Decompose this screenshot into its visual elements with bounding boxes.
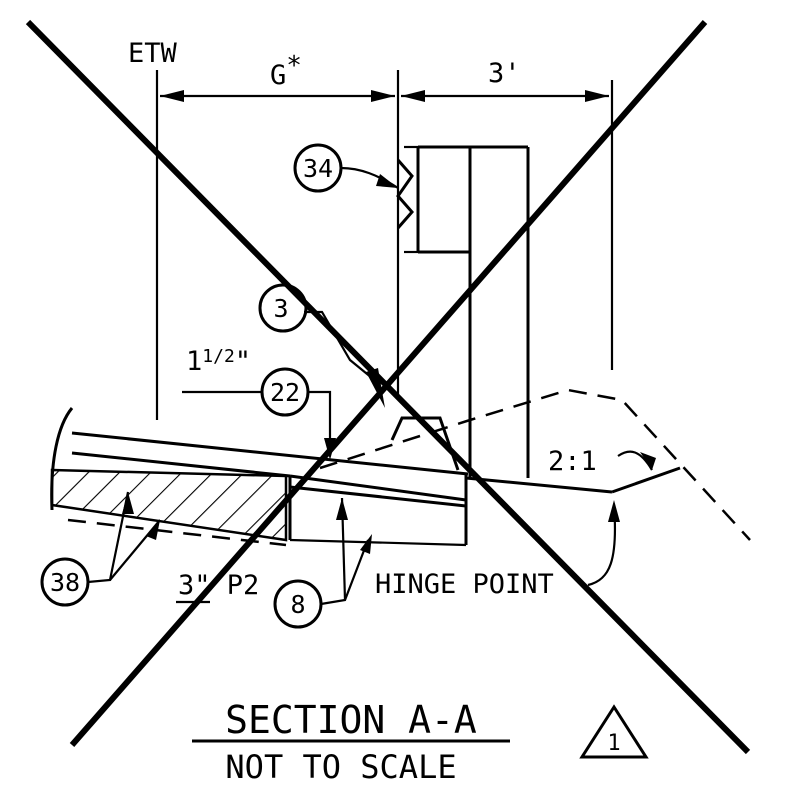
callout-8-text: 8 bbox=[290, 590, 305, 619]
callout-38 bbox=[40, 491, 161, 607]
callout-22-text: 22 bbox=[270, 378, 300, 407]
revision-triangle bbox=[579, 704, 649, 759]
dim-g-label: G* bbox=[270, 51, 302, 91]
extension-lines bbox=[155, 70, 614, 420]
callout-8 bbox=[273, 497, 372, 629]
existing-ground-line bbox=[319, 388, 751, 541]
hinge-point-label: HINGE POINT bbox=[375, 569, 554, 600]
slope-indicator bbox=[617, 450, 656, 471]
dim-3ft-label: 3' bbox=[488, 58, 521, 89]
etw-label: ETW bbox=[128, 38, 178, 69]
section-title: SECTION A-A bbox=[225, 698, 477, 742]
callout-34-text: 34 bbox=[303, 154, 333, 183]
section-subtitle: NOT TO SCALE bbox=[225, 748, 456, 785]
callout-3-text: 3 bbox=[273, 294, 288, 323]
guardrail-assembly bbox=[396, 145, 530, 478]
callout-38-text: 38 bbox=[50, 568, 80, 597]
hinge-point-leader bbox=[587, 500, 620, 587]
dimension-g bbox=[160, 90, 395, 102]
slope-label: 2:1 bbox=[548, 446, 597, 477]
void-x-mark bbox=[25, 19, 751, 755]
revision-number: 1 bbox=[607, 731, 620, 756]
dimension-3ft bbox=[401, 90, 609, 102]
dim-1-5in-label: 11/2" bbox=[186, 346, 251, 377]
callout-34 bbox=[293, 143, 399, 193]
